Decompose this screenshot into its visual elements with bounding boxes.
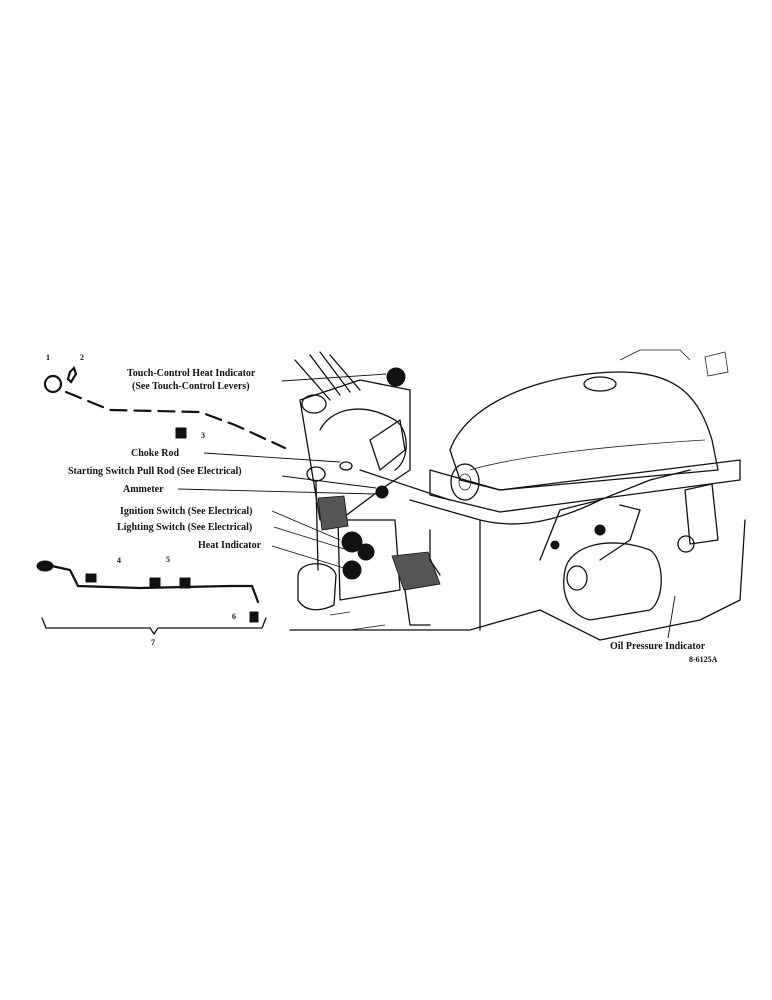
part-2-clip bbox=[66, 365, 78, 384]
generator bbox=[450, 463, 480, 501]
choke-rod-knob bbox=[339, 461, 353, 471]
part-number-3: 3 bbox=[201, 431, 205, 440]
part-4-tube bbox=[50, 564, 260, 604]
label-lighting-switch: Lighting Switch (See Electrical) bbox=[117, 522, 252, 533]
assembly-dashed-line bbox=[64, 390, 287, 450]
oil-filter bbox=[684, 483, 719, 545]
figure-code: 8-6125A bbox=[689, 655, 718, 664]
part-3-clamp bbox=[175, 427, 187, 439]
part-4-bracket bbox=[85, 573, 97, 583]
touch-control-heat-indicator bbox=[386, 367, 406, 387]
part-1-ring bbox=[43, 374, 63, 394]
tank-filler-cap bbox=[583, 376, 617, 392]
exploded-parts bbox=[36, 365, 287, 635]
part-5-clamp-a bbox=[149, 577, 161, 589]
steering-wheel bbox=[294, 351, 361, 401]
tractor-illustration bbox=[289, 349, 746, 641]
ammeter-gauge bbox=[375, 485, 389, 499]
starter-motor bbox=[563, 542, 662, 621]
starting-switch-pull-rod bbox=[359, 469, 451, 501]
label-ammeter: Ammeter bbox=[123, 484, 164, 495]
part-number-6: 6 bbox=[232, 612, 236, 621]
part-number-7: 7 bbox=[151, 638, 155, 647]
part-number-5: 5 bbox=[166, 555, 170, 564]
fuel-tank bbox=[449, 371, 719, 491]
part-number-1: 1 bbox=[46, 353, 50, 362]
part-5-clamp-b bbox=[179, 577, 191, 589]
left-pedal bbox=[317, 495, 349, 531]
tractor-frame bbox=[289, 519, 746, 641]
label-choke-rod: Choke Rod bbox=[131, 448, 180, 459]
gear-shift-knob bbox=[306, 466, 326, 482]
right-pedal bbox=[391, 551, 441, 591]
label-ignition-switch: Ignition Switch (See Electrical) bbox=[120, 506, 252, 517]
part-number-2: 2 bbox=[80, 353, 84, 362]
label-touch-control-line2: (See Touch-Control Levers) bbox=[132, 381, 250, 392]
hood bbox=[429, 459, 741, 513]
part-7-bracket bbox=[41, 617, 267, 635]
control-lever-knob bbox=[301, 394, 327, 414]
ignition-switch-gauge bbox=[341, 531, 363, 553]
part-4-cap bbox=[36, 560, 54, 572]
leader-lines bbox=[177, 373, 676, 639]
heat-indicator-gauge bbox=[342, 560, 362, 580]
label-heat-indicator: Heat Indicator bbox=[198, 540, 262, 551]
label-touch-control-line1: Touch-Control Heat Indicator bbox=[127, 368, 256, 379]
label-oil-pressure: Oil Pressure Indicator bbox=[610, 641, 706, 652]
part-number-4: 4 bbox=[117, 556, 121, 565]
lighting-switch-gauge bbox=[357, 543, 375, 561]
label-starting-switch: Starting Switch Pull Rod (See Electrical… bbox=[68, 466, 242, 477]
part-6-fitting bbox=[249, 611, 259, 623]
